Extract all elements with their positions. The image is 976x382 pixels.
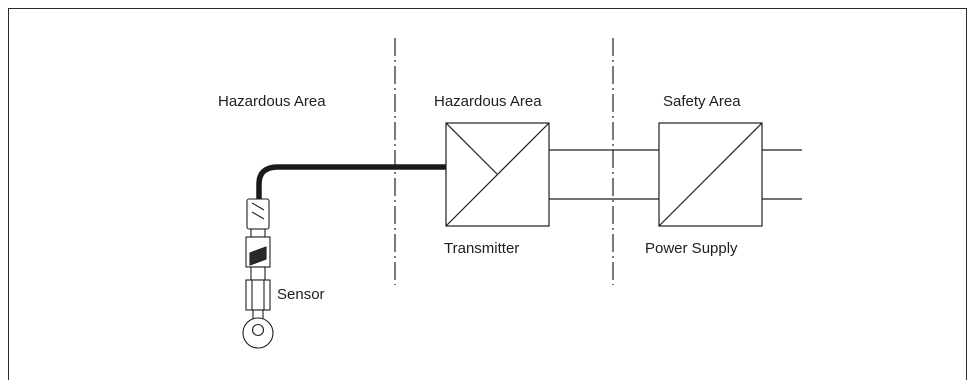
sensor-lower-neck [250,266,266,281]
sensor-thread-mark [249,246,267,266]
transmitter-block [445,122,550,227]
power-supply-diagonal [658,122,763,227]
sensor-neck [250,228,266,238]
zone-label-safety-area: Safety Area [663,93,741,110]
sensor-cable [256,164,446,200]
power-supply-block [658,122,763,227]
sensor-sleeve-wrap [251,202,265,220]
power-supply-label: Power Supply [645,240,738,257]
sensor-sleeve [246,198,270,230]
zone-label-hazardous-area-middle: Hazardous Area [434,93,542,110]
transmitter-diagonal [445,122,550,227]
zone-label-hazardous-area-left: Hazardous Area [218,93,326,110]
sensor-probe [242,198,274,349]
diagram-frame [8,8,967,380]
transmitter-half-diagonal [445,122,498,175]
transmitter-label: Transmitter [444,240,519,257]
sensor-label: Sensor [277,286,325,303]
sensor-hex-fitting [245,279,271,311]
sensor-ring-hole [251,323,265,337]
